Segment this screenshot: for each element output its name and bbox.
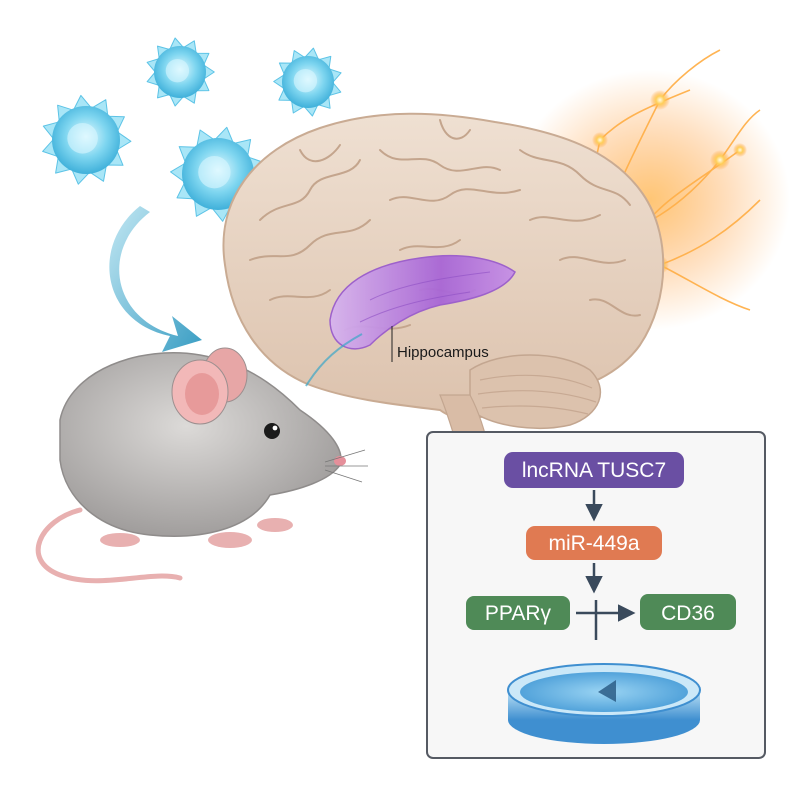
node-cd36: CD36 [640,594,736,630]
petri-dish [507,663,701,744]
node-ppar-gamma: PPARγ [466,596,570,630]
cell [42,94,132,185]
brain [222,112,665,456]
mouse [35,347,368,584]
svg-text:PPARγ: PPARγ [485,602,552,625]
immune-cells [42,37,342,222]
hippocampus-label: Hippocampus [397,344,489,361]
pathway-panel: lncRNA TUSC7 miR-449a PPARγ CD36 [426,431,766,759]
cell [273,47,342,117]
injection-arrow [109,206,202,352]
hippocampus-region [329,254,516,350]
pointer-line [305,333,363,387]
cell [146,37,215,107]
node-lncrna-tusc7: lncRNA TUSC7 [504,452,684,488]
svg-text:miR-449a: miR-449a [548,532,639,555]
node-mir-449a: miR-449a [526,526,662,560]
svg-text:CD36: CD36 [661,602,715,625]
svg-text:lncRNA TUSC7: lncRNA TUSC7 [522,459,666,482]
